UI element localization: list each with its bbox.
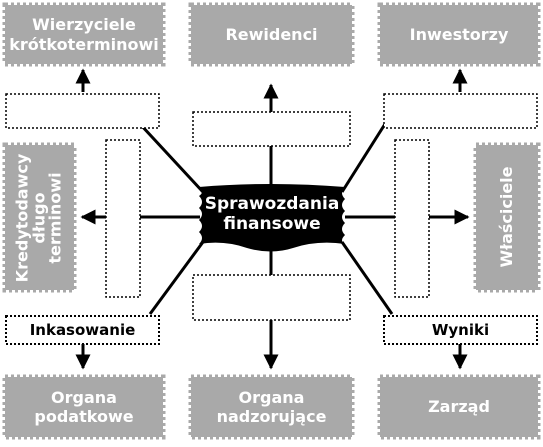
stakeholder-box-auditors: [188, 2, 355, 67]
collection-box: [5, 315, 160, 345]
placeholder-box-left-vertical: [105, 139, 141, 298]
connector-to-creditors: [138, 122, 205, 194]
stakeholder-box-lenders: [2, 142, 77, 293]
stakeholder-box-creditors-short: [2, 2, 166, 67]
stakeholder-box-management: [377, 374, 541, 440]
placeholder-box-top-left: [5, 93, 160, 129]
financial-statements-shape: [199, 184, 345, 252]
placeholder-box-bottom-center: [192, 274, 351, 321]
connector-lines: [75, 68, 470, 370]
dotted-boxes: [5, 93, 538, 321]
placeholder-box-right-vertical: [394, 139, 430, 298]
labelled-side-boxes: [5, 315, 538, 345]
connector-to-collection: [148, 241, 205, 315]
placeholder-box-top-right: [383, 93, 538, 129]
stakeholder-box-tax: [2, 374, 166, 440]
connector-to-investors: [340, 123, 387, 193]
connector-to-results: [340, 241, 394, 315]
stakeholder-box-investors: [377, 2, 541, 67]
stakeholder-boxes: [2, 2, 541, 440]
placeholder-box-top-center: [192, 111, 351, 147]
stakeholder-box-supervisory: [188, 374, 355, 440]
stakeholder-box-owners: [473, 142, 541, 293]
results-box: [383, 315, 538, 345]
